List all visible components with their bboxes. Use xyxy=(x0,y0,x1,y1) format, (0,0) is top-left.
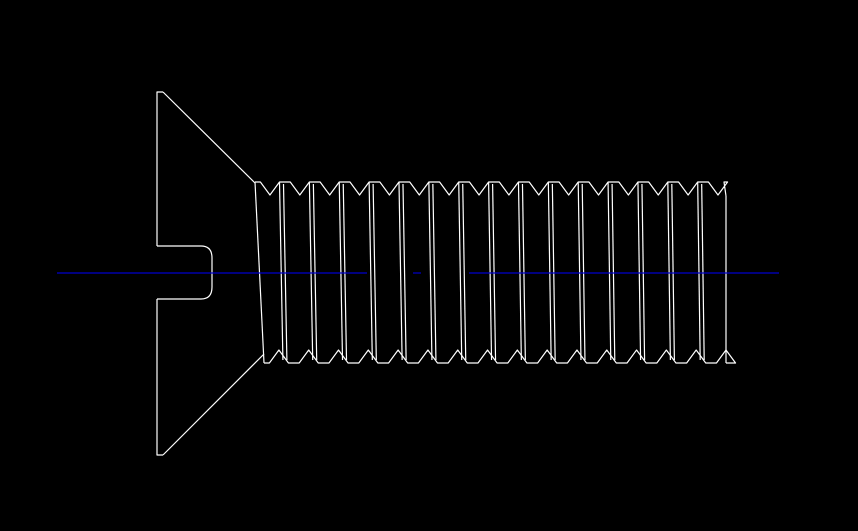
thread-helix-line-inner xyxy=(312,183,318,361)
thread-helix-line xyxy=(278,181,284,361)
thread-helix-line xyxy=(697,181,701,361)
thread-helix-line xyxy=(667,181,671,361)
thread-helix-line-inner xyxy=(611,183,616,361)
thread-helix-line-inner xyxy=(521,183,526,361)
thread-helix-line xyxy=(577,181,582,361)
thread-helix-line xyxy=(308,181,314,361)
thread-helix-line xyxy=(487,181,493,361)
thread-helix-line-inner xyxy=(282,183,288,361)
thread-helix-line-inner xyxy=(342,183,348,361)
threaded-shank xyxy=(254,181,737,364)
thread-helix-line-inner xyxy=(671,183,675,361)
thread-helix-line xyxy=(637,181,642,361)
thread-helix-line xyxy=(428,181,433,361)
thread-helix-line xyxy=(458,181,463,361)
thread-helix-line-inner xyxy=(402,183,407,361)
thread-helix-line-inner xyxy=(641,183,646,361)
thread-helix-line xyxy=(398,181,403,361)
thread-helix-line xyxy=(368,181,373,361)
thread-helix-line-inner xyxy=(462,183,467,361)
thread-helix-line-inner xyxy=(372,183,377,361)
thread-helix-line-inner xyxy=(551,183,556,361)
head-back-face xyxy=(156,91,163,456)
thread-helix-line xyxy=(547,181,552,361)
thread-profile-top xyxy=(255,181,729,197)
thread-helix-line xyxy=(517,181,522,361)
thread-helix-line xyxy=(338,181,344,361)
thread-profile-bottom xyxy=(264,349,737,364)
thread-helix-line xyxy=(607,181,612,361)
thread-helix-line-inner xyxy=(432,183,437,361)
thread-helix-line-inner xyxy=(491,183,497,361)
head-chamfer-bottom xyxy=(162,353,265,456)
head-chamfer-top xyxy=(162,91,256,184)
thread-helix-line-inner xyxy=(701,183,705,361)
thread-helix-line-inner xyxy=(581,183,586,361)
